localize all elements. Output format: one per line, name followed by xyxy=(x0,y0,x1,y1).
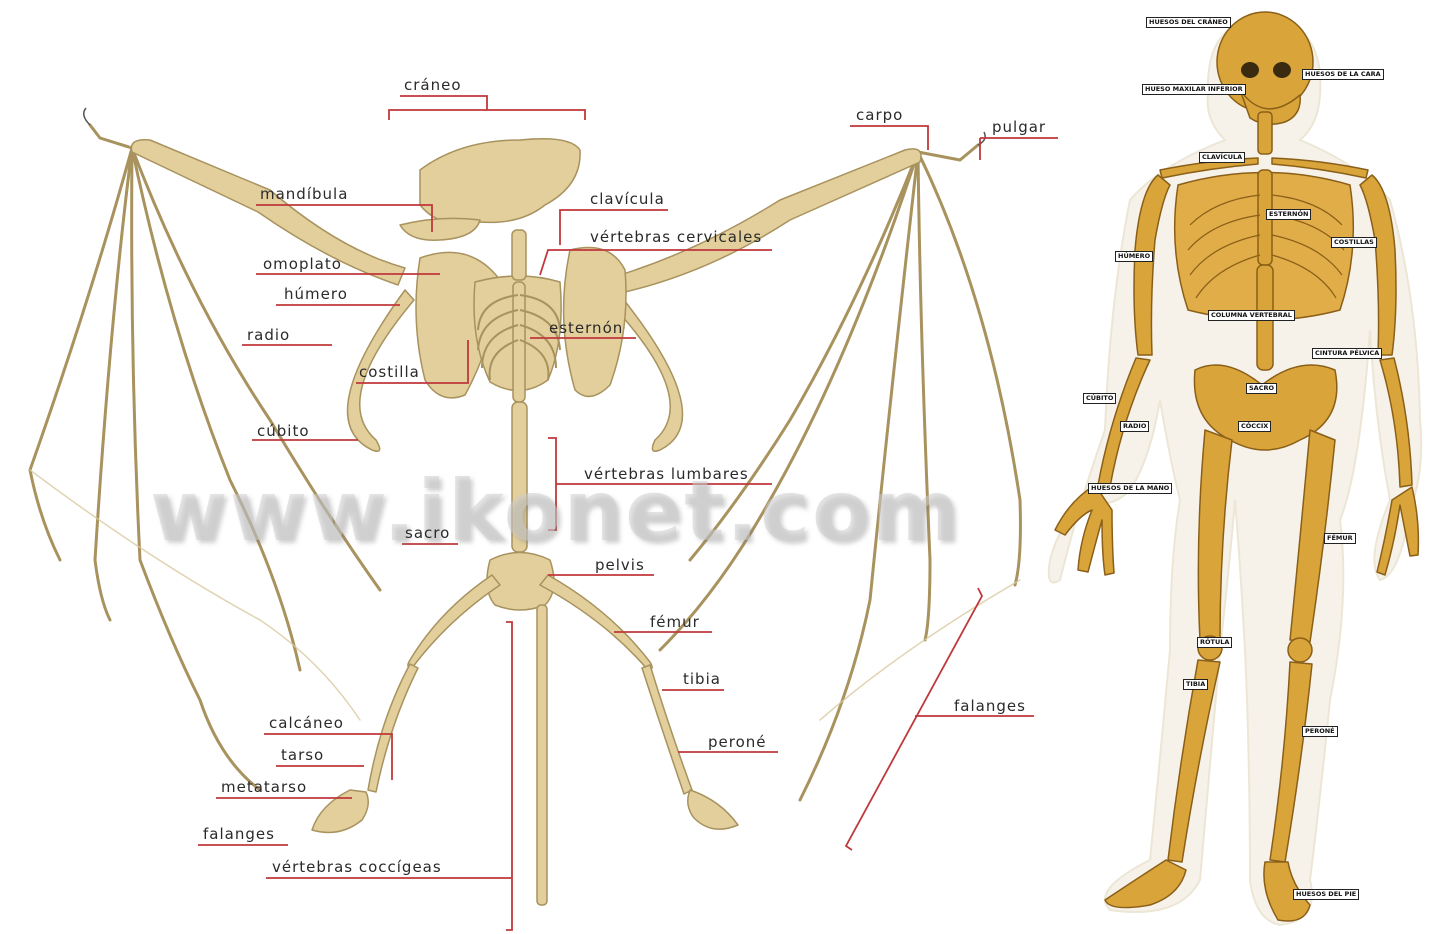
hlabel-radio: RADIO xyxy=(1120,421,1149,432)
label-pelvis: pelvis xyxy=(595,556,645,574)
label-costilla: costilla xyxy=(359,363,420,381)
hlabel-columna: COLUMNA VERTEBRAL xyxy=(1208,310,1295,321)
label-vertebras-cervicales: vértebras cervicales xyxy=(590,228,762,246)
hlabel-humero: HÚMERO xyxy=(1115,251,1153,262)
label-sacro: sacro xyxy=(405,524,450,542)
label-vertebras-lumbares: vértebras lumbares xyxy=(584,465,749,483)
hlabel-huesos-mano: HUESOS DE LA MANO xyxy=(1088,483,1172,494)
watermark: www.ikonet.com xyxy=(150,462,961,560)
label-esternon: esternón xyxy=(549,319,623,337)
label-vertebras-coccigeas: vértebras coccígeas xyxy=(272,858,442,876)
hlabel-coccix: CÓCCIX xyxy=(1238,421,1271,432)
label-omoplato: omoplato xyxy=(263,255,342,273)
label-falanges-ala: falanges xyxy=(954,697,1026,715)
label-falanges-pie: falanges xyxy=(203,825,275,843)
hlabel-sacro: SACRO xyxy=(1246,383,1277,394)
label-femur: fémur xyxy=(650,613,700,631)
hlabel-rotula: RÓTULA xyxy=(1197,637,1232,648)
label-mandibula: mandíbula xyxy=(260,185,348,203)
label-pulgar: pulgar xyxy=(992,118,1046,136)
label-craneo: cráneo xyxy=(404,76,462,94)
label-cubito: cúbito xyxy=(257,422,310,440)
label-clavicula: clavícula xyxy=(590,190,665,208)
label-tibia: tibia xyxy=(683,670,721,688)
hlabel-clavicula: CLAVÍCULA xyxy=(1199,152,1245,163)
label-perone: peroné xyxy=(708,733,767,751)
hlabel-esternon: ESTERNÓN xyxy=(1266,209,1311,220)
label-humero: húmero xyxy=(284,285,348,303)
hlabel-maxilar-inferior: HUESO MAXILAR INFERIOR xyxy=(1142,84,1246,95)
hlabel-cubito: CÚBITO xyxy=(1083,393,1116,404)
hlabel-huesos-pie: HUESOS DEL PIE xyxy=(1293,889,1359,900)
hlabel-costillas: COSTILLAS xyxy=(1331,237,1377,248)
hlabel-huesos-cara: HUESOS DE LA CARA xyxy=(1302,69,1384,80)
hlabel-huesos-craneo: HUESOS DEL CRÁNEO xyxy=(1146,17,1231,28)
label-calcaneo: calcáneo xyxy=(269,714,344,732)
hlabel-cintura-pelvica: CINTURA PÉLVICA xyxy=(1312,348,1382,359)
hlabel-tibia: TIBIA xyxy=(1183,679,1208,690)
hlabel-femur: FÉMUR xyxy=(1324,533,1356,544)
label-metatarso: metatarso xyxy=(221,778,307,796)
label-tarso: tarso xyxy=(281,746,324,764)
hlabel-perone: PERONÉ xyxy=(1302,726,1338,737)
label-radio: radio xyxy=(247,326,290,344)
label-carpo: carpo xyxy=(856,106,903,124)
